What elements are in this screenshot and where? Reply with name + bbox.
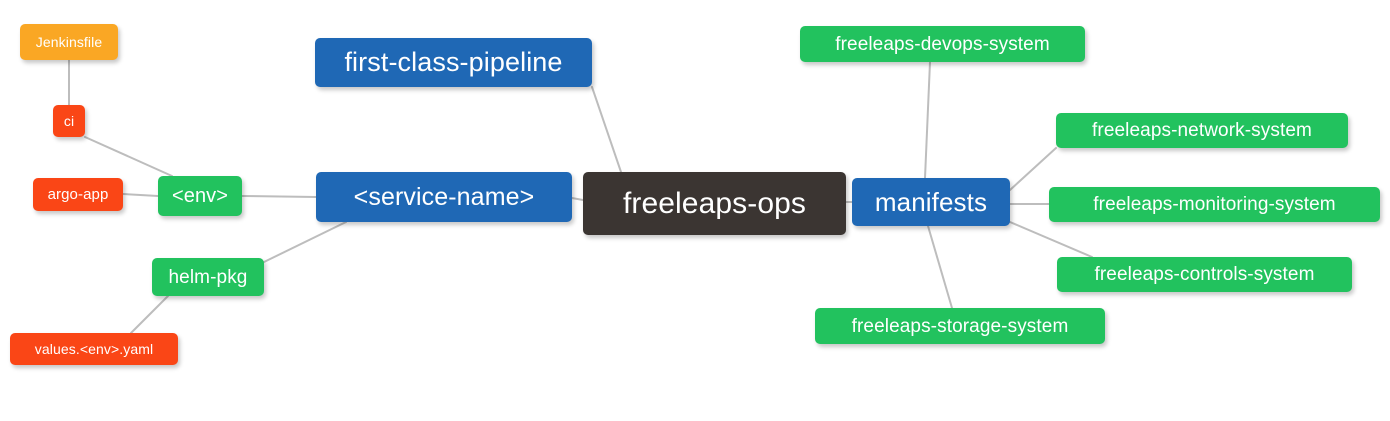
edge-manifests-to-controls-system bbox=[1009, 221, 1093, 258]
node-first-class-pipeline[interactable]: first-class-pipeline bbox=[315, 38, 592, 87]
edge-manifests-to-storage-system bbox=[927, 225, 953, 309]
edge-freeleaps-ops-to-first-class-pipeline bbox=[591, 86, 622, 173]
node-env[interactable]: <env> bbox=[158, 176, 242, 216]
node-manifests[interactable]: manifests bbox=[852, 178, 1010, 226]
node-helm-pkg[interactable]: helm-pkg bbox=[152, 258, 264, 296]
node-ci[interactable]: ci bbox=[53, 105, 85, 137]
node-jenkinsfile[interactable]: Jenkinsfile bbox=[20, 24, 118, 60]
node-monitoring-system[interactable]: freeleaps-monitoring-system bbox=[1049, 187, 1380, 222]
edge-service-name-to-helm-pkg bbox=[263, 221, 347, 263]
node-service-name[interactable]: <service-name> bbox=[316, 172, 572, 222]
edge-manifests-to-devops-system bbox=[924, 61, 931, 179]
node-network-system[interactable]: freeleaps-network-system bbox=[1056, 113, 1348, 148]
edge-manifests-to-network-system bbox=[1009, 147, 1057, 191]
node-freeleaps-ops[interactable]: freeleaps-ops bbox=[583, 172, 846, 235]
edge-env-to-argo-app bbox=[122, 193, 159, 197]
node-storage-system[interactable]: freeleaps-storage-system bbox=[815, 308, 1105, 344]
edge-helm-pkg-to-values-yaml bbox=[130, 295, 169, 334]
edge-env-to-ci bbox=[84, 136, 173, 177]
edge-freeleaps-ops-to-service-name bbox=[571, 197, 584, 201]
edge-service-name-to-env bbox=[241, 195, 317, 198]
node-values-yaml[interactable]: values.<env>.yaml bbox=[10, 333, 178, 365]
node-argo-app[interactable]: argo-app bbox=[33, 178, 123, 211]
node-devops-system[interactable]: freeleaps-devops-system bbox=[800, 26, 1085, 62]
node-controls-system[interactable]: freeleaps-controls-system bbox=[1057, 257, 1352, 292]
